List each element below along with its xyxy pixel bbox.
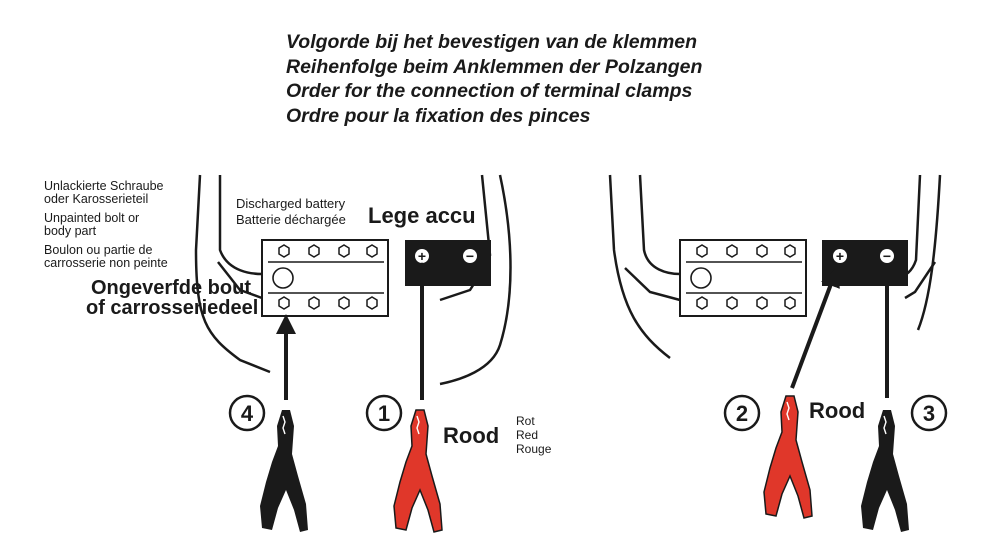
bolt-icon [726, 296, 738, 310]
step-3-badge [910, 394, 948, 432]
left-plus-symbol: + [418, 248, 426, 264]
step-1-badge [365, 394, 403, 432]
step-2-number: 2 [736, 401, 748, 426]
step-1-number: 1 [378, 401, 390, 426]
right-minus-terminal-icon [880, 249, 894, 263]
left-battery: + − [261, 239, 491, 317]
bolt-label-nl: Ongeverfde bout of carrosseriedeel [86, 277, 259, 319]
bolt-icon [366, 244, 378, 258]
black-clamp-step-3-icon [860, 409, 910, 533]
left-red-label: Rood [443, 423, 500, 448]
black-clamp-step-4-icon [259, 409, 309, 533]
bolt-icon [726, 244, 738, 258]
bolt-icon [278, 296, 290, 310]
bolt-label-fr: Boulon ou partie de carrosserie non pein… [44, 243, 168, 270]
bolt-icon [756, 244, 768, 258]
bolt-icon [278, 244, 290, 258]
bolt-icon [696, 244, 708, 258]
bolt-icon [308, 244, 320, 258]
bolt-label-de: Unlackierte Schraube oder Karosserieteil [44, 179, 164, 206]
title-fr: Ordre pour la fixation des pinces [286, 104, 591, 127]
right-plus-symbol: + [836, 248, 844, 264]
step-4-number: 4 [241, 401, 254, 426]
step-3-number: 3 [923, 401, 935, 426]
right-plus-terminal-icon [833, 249, 847, 263]
bolt-icon [696, 296, 708, 310]
left-minus-terminal-icon [463, 249, 477, 263]
bolt-icon [308, 296, 320, 310]
left-arrows [276, 262, 432, 400]
left-battery-cap-icon [272, 267, 294, 289]
left-plus-terminal-icon [415, 249, 429, 263]
bolt-icon [784, 296, 796, 310]
title-en: Order for the connection of terminal cla… [286, 80, 693, 102]
title-nl: Volgorde bij het bevestigen van de klemm… [286, 31, 698, 53]
right-battery: + − [679, 239, 908, 317]
bolt-label-en: Unpainted bolt or body part [44, 211, 140, 238]
right-arrows [790, 264, 897, 398]
bolt-icon [338, 244, 350, 258]
red-clamp-step-1-icon [393, 409, 443, 533]
red-clamp-step-2-icon [763, 395, 813, 519]
right-red-label: Rood [809, 398, 866, 423]
bolt-icon [756, 296, 768, 310]
step-4-badge [228, 394, 266, 432]
bolt-icon [784, 244, 796, 258]
right-battery-cap-icon [690, 267, 712, 289]
title-de: Reihenfolge beim Anklemmen der Polzangen [286, 55, 703, 78]
step-2-badge [723, 394, 761, 432]
bolt-icon [366, 296, 378, 310]
discharged-battery-label: Discharged battery Batterie déchargée [236, 196, 346, 227]
title-block: Volgorde bij het bevestigen van de klemm… [286, 30, 702, 128]
battery-title: Lege accu [368, 203, 476, 228]
bolt-icon [338, 296, 350, 310]
left-minus-symbol: − [466, 248, 474, 264]
red-translations: Rot Red Rouge [516, 414, 552, 456]
arrow-step-2-icon [790, 266, 840, 389]
right-minus-symbol: − [883, 248, 891, 264]
